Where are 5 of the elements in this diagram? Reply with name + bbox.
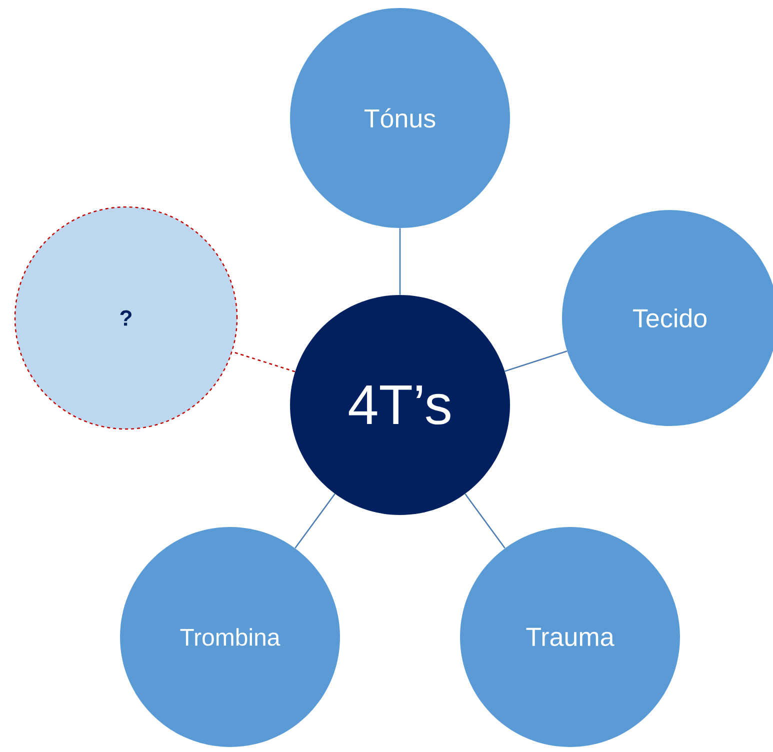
connector-line <box>294 494 336 548</box>
connector-line <box>464 494 506 548</box>
connector-line <box>504 350 568 372</box>
connector-line <box>399 228 401 295</box>
dashed-connector <box>232 351 296 372</box>
